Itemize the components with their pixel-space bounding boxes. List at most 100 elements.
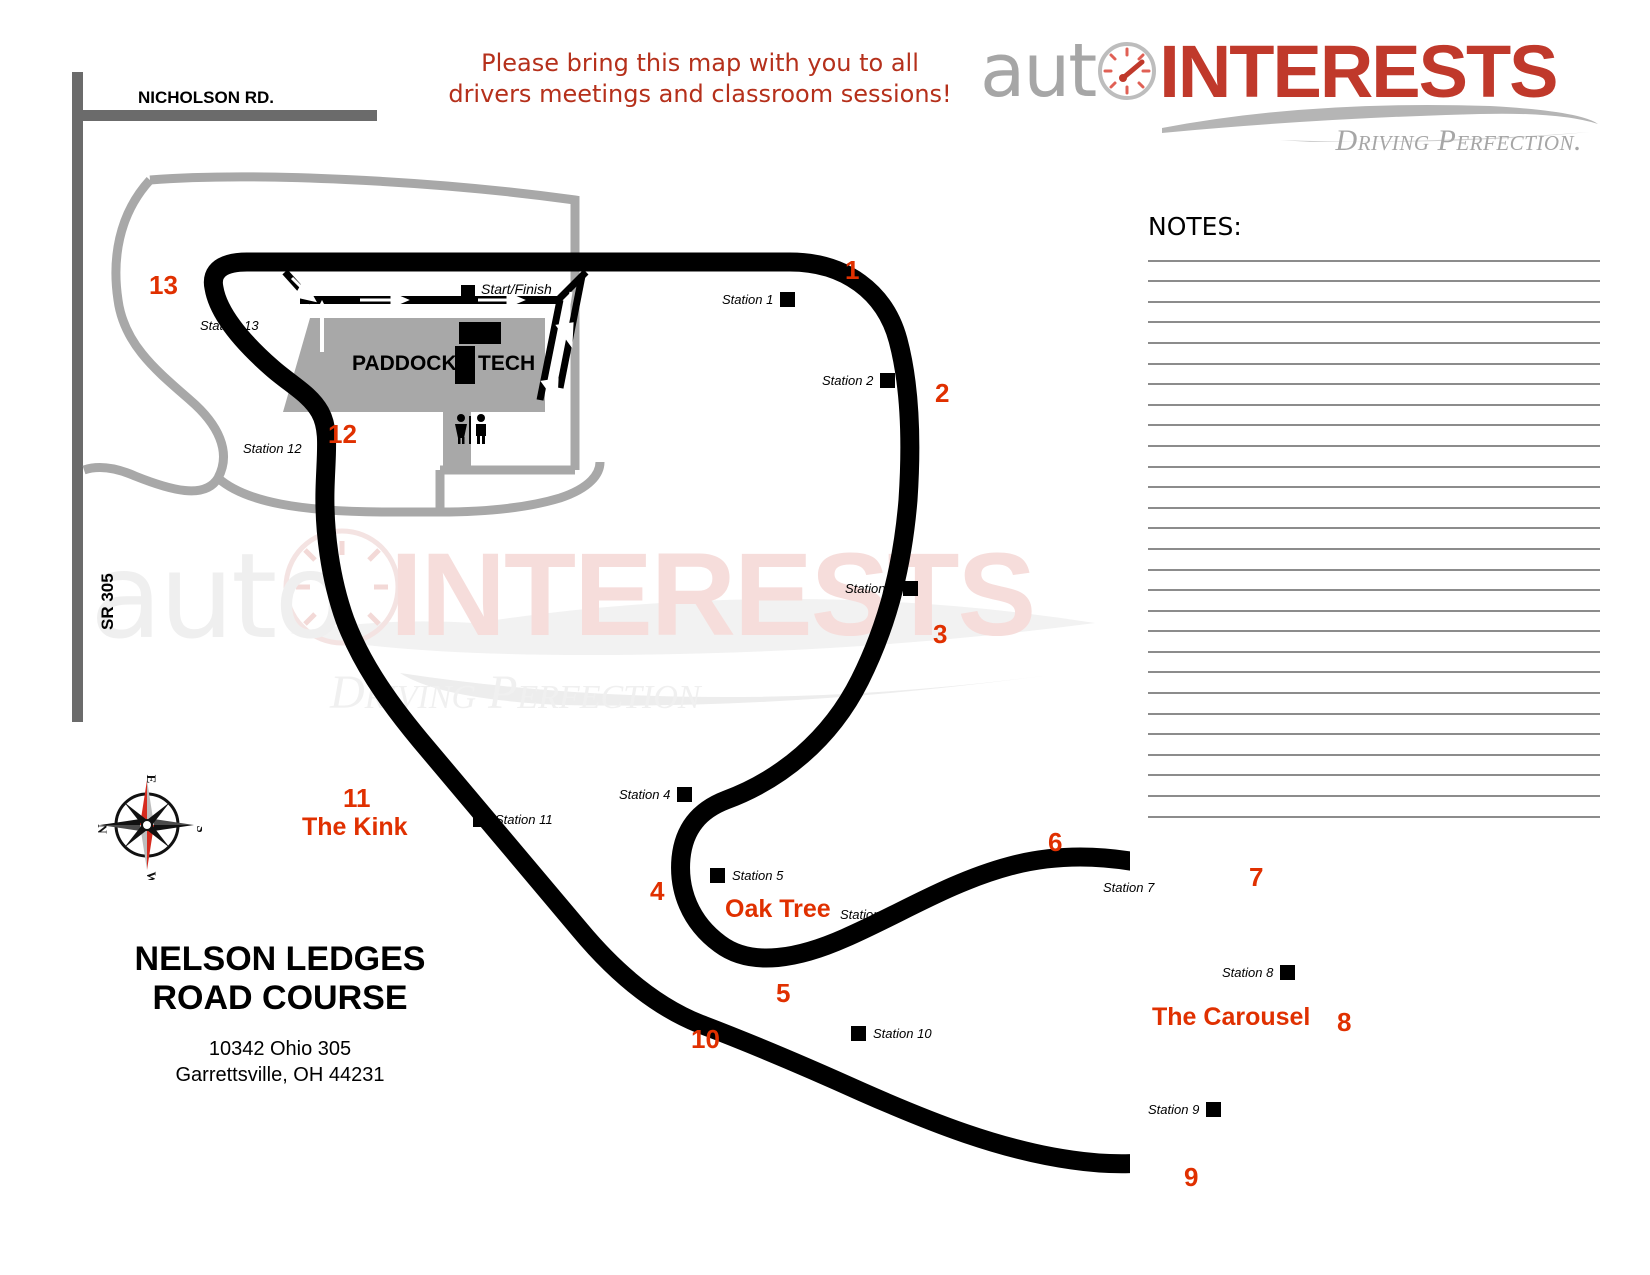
note-line[interactable] [1148, 341, 1600, 344]
station-square-icon [851, 1026, 866, 1041]
public-roads [72, 72, 377, 722]
station-square-icon [880, 373, 896, 388]
station-label: Station 1 [722, 292, 774, 307]
station-square-icon [1280, 965, 1296, 980]
station-marker-station-2: Station 2 [822, 373, 896, 388]
notes-panel: NOTES: [1148, 212, 1600, 818]
station-label: Station 10 [873, 1026, 932, 1041]
note-line[interactable] [1148, 753, 1600, 756]
station-marker-station-5: Station 5 [710, 868, 783, 883]
nicholson-rd-label: NICHOLSON RD. [138, 88, 274, 107]
tech-label: TECH [478, 352, 536, 375]
turn-number-4: 4 [650, 876, 665, 906]
note-line[interactable] [1148, 568, 1600, 571]
notice-line-1: Please bring this map with you to all [481, 49, 919, 77]
station-label: Station 5 [732, 868, 784, 883]
turn-number-11: 11 [343, 783, 371, 813]
notes-label: NOTES: [1148, 212, 1242, 241]
note-line[interactable] [1148, 712, 1600, 715]
note-line[interactable] [1148, 630, 1600, 633]
note-line[interactable] [1148, 671, 1600, 674]
note-line[interactable] [1148, 259, 1600, 262]
logo-wordmark: aut [980, 28, 1600, 114]
station-square-icon [780, 292, 796, 307]
turn-number-9: 9 [1184, 1162, 1199, 1192]
note-line[interactable] [1148, 300, 1600, 303]
station-label: Station 12 [243, 441, 302, 456]
compass-west-text: W [144, 872, 159, 881]
note-line[interactable] [1148, 774, 1600, 777]
turn-number-3: 3 [933, 619, 948, 649]
brand-logo: aut [980, 28, 1600, 173]
station-marker-station-7: Station 7 [1103, 880, 1154, 895]
map-notice: Please bring this map with you to all dr… [430, 48, 970, 110]
note-line[interactable] [1148, 547, 1600, 550]
note-line[interactable] [1148, 465, 1600, 468]
notes-writing-lines[interactable] [1148, 259, 1600, 818]
station-label: Station 7 [1103, 880, 1155, 895]
note-line[interactable] [1148, 486, 1600, 489]
note-line[interactable] [1148, 383, 1600, 386]
station-square-icon [903, 581, 919, 596]
corner-name-the-carousel: The Carousel [1152, 1003, 1311, 1031]
note-line[interactable] [1148, 650, 1600, 653]
course-name-line-2: ROAD COURSE [152, 979, 408, 1017]
turn-number-13: 13 [149, 270, 178, 300]
note-line[interactable] [1148, 815, 1600, 818]
note-line[interactable] [1148, 321, 1600, 324]
access-roads [82, 172, 605, 517]
restroom-block [443, 412, 471, 472]
track-main-loop [203, 252, 1130, 1174]
station-label: Station 3 [845, 581, 897, 596]
note-line[interactable] [1148, 444, 1600, 447]
turn-number-12: 12 [328, 419, 357, 449]
course-address: 10342 Ohio 305 Garrettsville, OH 44231 [110, 1036, 450, 1088]
logo-auto-text: aut [980, 28, 1097, 114]
note-line[interactable] [1148, 733, 1600, 736]
restroom-icon [455, 414, 486, 444]
logo-interests-text: INTERESTS [1159, 29, 1558, 113]
compass-rose: E N S W [92, 770, 209, 885]
note-line[interactable] [1148, 692, 1600, 695]
station-marker-station-6: Station 6 [840, 907, 891, 922]
start-finish-marker [461, 285, 475, 299]
compass-south-text: S [194, 825, 202, 832]
address-line-2: Garrettsville, OH 44231 [175, 1064, 385, 1086]
note-line[interactable] [1148, 506, 1600, 509]
compass-north-text: N [95, 824, 110, 834]
turn-number-10: 10 [691, 1024, 720, 1054]
station-marker-station-9: Station 9 [1148, 1102, 1222, 1117]
note-line[interactable] [1148, 589, 1600, 592]
note-line[interactable] [1148, 362, 1600, 365]
station-marker-station-3: Station 3 [845, 581, 919, 596]
station-label: Station 11 [495, 812, 553, 827]
station-label: Station 4 [619, 787, 671, 802]
station-label: Station 13 [200, 318, 259, 333]
compass-east-text: E [144, 775, 159, 784]
logo-swoosh-icon [1162, 104, 1598, 142]
station-marker-station-1: Station 1 [722, 292, 796, 307]
note-line[interactable] [1148, 403, 1600, 406]
turn-number-1: 1 [845, 255, 860, 285]
course-name: NELSON LEDGES ROAD COURSE [110, 940, 450, 1018]
note-line[interactable] [1148, 609, 1600, 612]
station-marker-station-10: Station 10 [851, 1026, 932, 1041]
station-marker-station-13: Station 13 [200, 318, 259, 333]
station-marker-station-12: Station 12 [243, 441, 302, 456]
note-line[interactable] [1148, 527, 1600, 530]
note-line[interactable] [1148, 424, 1600, 427]
station-marker-station-8: Station 8 [1222, 965, 1296, 980]
turn-number-6: 6 [1048, 827, 1063, 857]
note-line[interactable] [1148, 280, 1600, 283]
station-square-icon [710, 868, 725, 883]
start-finish-label: Start/Finish [481, 281, 552, 297]
building-block [459, 322, 501, 344]
station-label: Station 8 [1222, 965, 1274, 980]
paddock-entry-arrow [314, 300, 330, 352]
turn-number-5: 5 [776, 978, 791, 1008]
logo-tagline: Driving Perfection. [1335, 124, 1582, 157]
note-line[interactable] [1148, 795, 1600, 798]
address-line-1: 10342 Ohio 305 [208, 1038, 352, 1060]
circuit-map [72, 72, 1130, 1174]
